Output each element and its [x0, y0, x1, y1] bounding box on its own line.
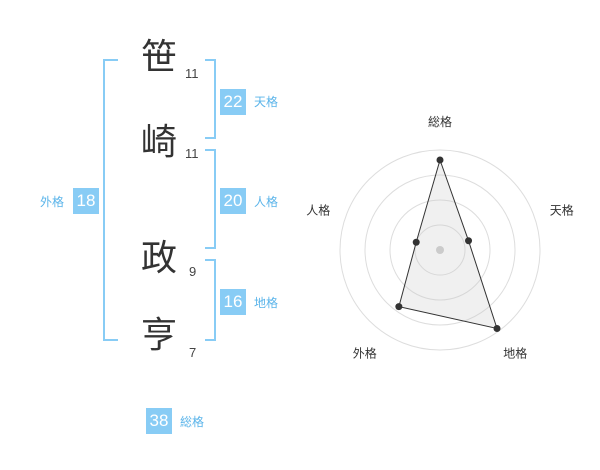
- name-char-1: 笹: [141, 37, 178, 78]
- radar-points: [395, 156, 501, 332]
- name-char-4-strokes: 7: [189, 345, 197, 360]
- gaikaku-label: 外格: [40, 195, 65, 209]
- radar-axis-label: 外格: [353, 346, 377, 361]
- soukaku-label: 総格: [180, 415, 205, 429]
- jinkaku-bracket: [205, 149, 216, 249]
- radar-axis-label: 総格: [428, 114, 452, 129]
- radar-point-5: [412, 238, 420, 246]
- radar-grid: [339, 149, 541, 351]
- name-char-1-strokes: 11: [185, 66, 199, 81]
- name-char-2-strokes: 11: [185, 146, 199, 161]
- radar-point-3: [493, 324, 501, 332]
- chikaku-label: 地格: [254, 296, 279, 310]
- gaikaku-value: 18: [73, 188, 99, 214]
- name-char-3-strokes: 9: [189, 264, 197, 279]
- radar-point-2: [465, 237, 473, 245]
- tenkaku-label: 天格: [254, 95, 279, 109]
- radar-axis-label: 地格: [503, 346, 527, 361]
- tenkaku-bracket: [205, 59, 216, 139]
- radar-ring: [389, 199, 491, 301]
- soukaku-value: 38: [146, 408, 172, 434]
- tenkaku-value: 22: [220, 89, 246, 115]
- radar-series-area: [398, 158, 498, 330]
- radar-axis-label: 人格: [306, 202, 330, 217]
- chikaku-bracket: [205, 259, 216, 341]
- chikaku-value: 16: [220, 289, 246, 315]
- name-char-2: 崎: [141, 122, 178, 163]
- radar-ring: [339, 149, 541, 351]
- name-char-3: 政: [141, 238, 178, 279]
- jinkaku-label: 人格: [254, 195, 279, 209]
- name-char-4: 亨: [141, 315, 178, 356]
- radar-point-4: [395, 303, 403, 311]
- radar-ring: [414, 224, 466, 276]
- gaikaku-bracket: [103, 59, 118, 341]
- jinkaku-value: 20: [220, 188, 246, 214]
- radar-ring: [364, 174, 516, 326]
- radar-axis-label: 天格: [550, 202, 574, 217]
- radar-center: [436, 246, 444, 254]
- radar-point-1: [436, 156, 444, 164]
